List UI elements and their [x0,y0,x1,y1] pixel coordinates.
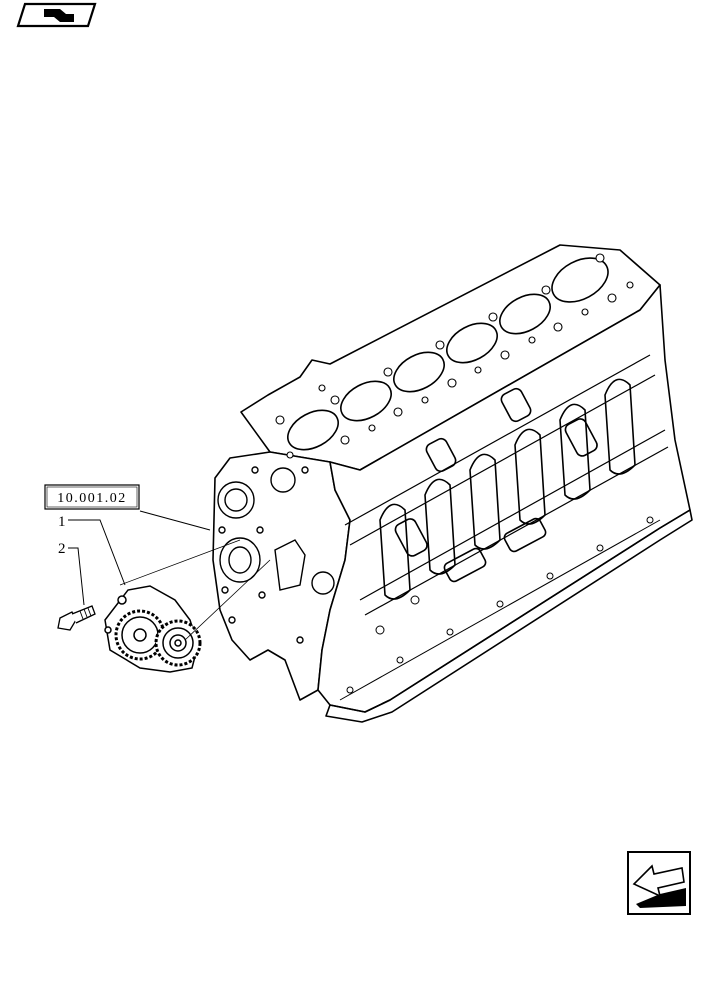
side-holes [346,516,654,694]
front-face-features [217,466,335,644]
leader-lines [68,510,271,641]
deck-holes [275,253,634,459]
bolt [57,605,96,631]
callout-2: 2 [58,541,66,557]
book-icon[interactable] [16,2,97,28]
small-gear [154,619,202,667]
reference-code: 10.001.02 [57,491,127,506]
large-gear [114,609,166,661]
cylinder-bores [287,257,609,451]
oil-pump [104,585,202,673]
reference-box: 10.001.02 [44,484,140,510]
next-page-arrow-icon[interactable] [627,851,691,915]
callout-1: 1 [58,514,66,530]
